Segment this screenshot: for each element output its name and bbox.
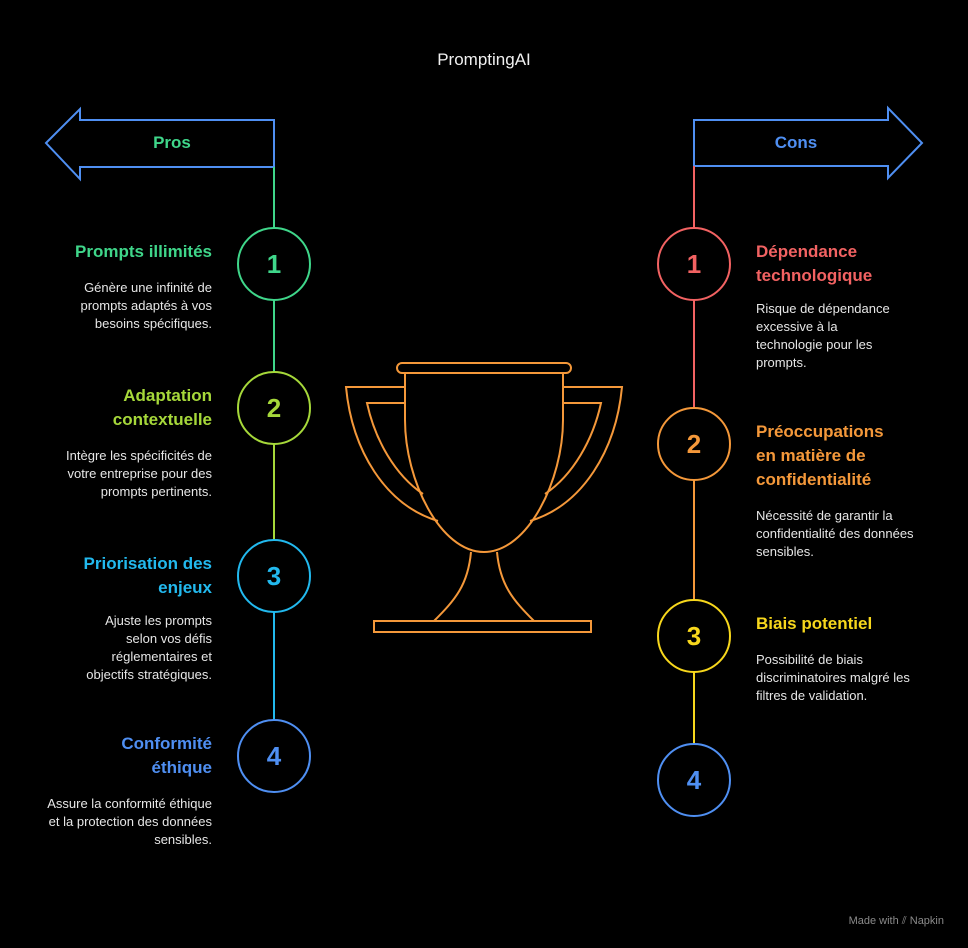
pros-number-3: 3	[266, 561, 282, 591]
pros-circle-1	[237, 227, 311, 301]
napkin-brand: Napkin	[909, 915, 944, 927]
cons-circle-3	[657, 599, 731, 673]
made-with-text: Made with	[848, 915, 899, 927]
pros-item-4-title: Conformité éthique	[121, 734, 212, 777]
trophy-icon	[344, 362, 624, 633]
pros-item-1-desc: Génère une infinité de prompts adaptés à…	[80, 280, 212, 331]
made-with-napkin: Made with ⫽ Napkin	[849, 915, 944, 928]
pros-item-2-title: Adaptation contextuelle	[112, 386, 212, 429]
cons-item-3-desc: Possibilité de biais discriminatoires ma…	[756, 652, 910, 703]
cons-number-2: 2	[686, 429, 702, 459]
cons-arrow	[693, 105, 924, 181]
pros-arrow	[44, 106, 275, 182]
cons-circle-1	[657, 227, 731, 301]
cons-item-2-desc: Nécessité de garantir la confidentialité…	[756, 508, 914, 559]
cons-number-1: 1	[686, 249, 702, 279]
page-title: PromptingAI	[437, 50, 531, 69]
pros-item-2-desc: Intègre les spécificités de votre entrep…	[66, 448, 212, 499]
cons-circle-4	[657, 743, 731, 817]
pros-number-2: 2	[266, 393, 282, 423]
napkin-logo-icon: ⫽	[901, 915, 907, 927]
cons-number-4: 4	[686, 765, 702, 795]
pros-number-4: 4	[266, 741, 282, 771]
cons-item-1-desc: Risque de dépendance excessive à la tech…	[756, 301, 890, 370]
cons-item-2-title: Préoccupations en matière de confidentia…	[756, 422, 884, 489]
pros-circle-2	[237, 371, 311, 445]
pros-item-1-title: Prompts illimités	[75, 242, 212, 261]
pros-item-3-title: Priorisation des enjeux	[83, 554, 212, 597]
cons-item-1-title: Dépendance technologique	[756, 242, 873, 285]
pros-label: Pros	[153, 133, 191, 152]
cons-number-3: 3	[686, 621, 702, 651]
pros-item-4-desc: Assure la conformité éthique et la prote…	[47, 796, 212, 847]
pros-item-3-desc: Ajuste les prompts selon vos défis régle…	[86, 613, 212, 682]
pros-circle-4	[237, 719, 311, 793]
cons-circle-2	[657, 407, 731, 481]
pros-circle-3	[237, 539, 311, 613]
cons-item-3-title: Biais potentiel	[756, 614, 873, 633]
cons-label: Cons	[774, 133, 818, 152]
pros-number-1: 1	[266, 249, 282, 279]
